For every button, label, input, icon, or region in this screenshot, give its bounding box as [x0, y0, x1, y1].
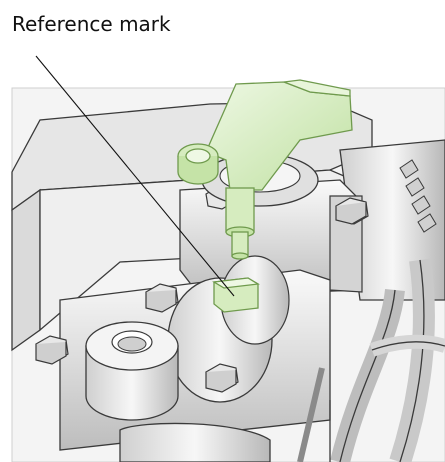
lower-cylinder	[119, 422, 271, 462]
hoses	[330, 258, 445, 462]
sensor-component	[177, 79, 353, 260]
left-boss	[85, 321, 179, 421]
hex-bolt	[335, 197, 369, 225]
hex-bolt	[205, 363, 239, 393]
reference-mark-block	[212, 277, 260, 313]
hex-bolt	[145, 283, 179, 313]
left-cover-side	[11, 188, 41, 352]
reference-mark-label: Reference mark	[12, 12, 171, 36]
gear-teeth	[399, 159, 437, 233]
reference-mark-leader-line	[35, 55, 235, 297]
wire	[297, 367, 325, 462]
hex-bolt	[35, 335, 69, 365]
